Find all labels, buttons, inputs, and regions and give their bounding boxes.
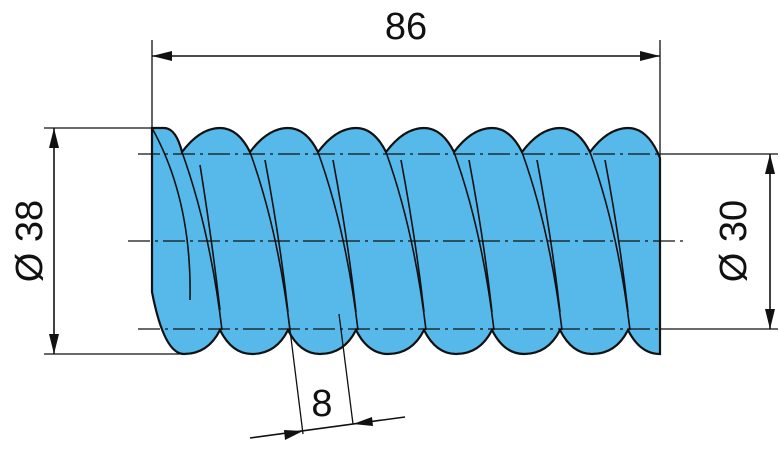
spring-body [150,126,662,356]
inner-diameter-label: Ø 30 [713,200,755,282]
length-label: 86 [385,6,427,48]
center-lines [128,153,685,330]
coil-wire-lines [151,127,631,331]
length-dimension: 86 [151,6,661,158]
outer-diameter-dimension: Ø 38 [9,127,184,355]
inner-diameter-dimension: Ø 30 [660,153,778,330]
pitch-label: 8 [311,383,332,425]
pitch-dimension: 8 [249,313,406,440]
outer-diameter-label: Ø 38 [9,200,51,282]
